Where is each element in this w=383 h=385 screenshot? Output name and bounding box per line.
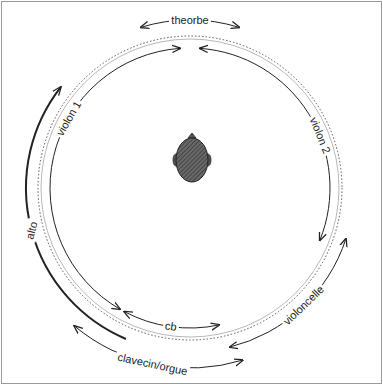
instrument-label: violon 1 xyxy=(53,97,85,140)
instrument-label: clavecin/orgue xyxy=(115,350,191,378)
range-arc xyxy=(50,48,180,309)
head-symbol xyxy=(173,133,211,182)
dotted-circle xyxy=(38,36,342,340)
inner-circle xyxy=(41,39,339,337)
instrument-label: cb xyxy=(162,319,179,334)
instrument-label: theorbe xyxy=(169,14,210,27)
range-arc xyxy=(200,48,330,240)
instrument-label: alto xyxy=(22,218,40,242)
range-arc xyxy=(26,87,126,339)
instrument-label: violoncelle xyxy=(279,282,328,330)
range-arc xyxy=(230,239,346,347)
